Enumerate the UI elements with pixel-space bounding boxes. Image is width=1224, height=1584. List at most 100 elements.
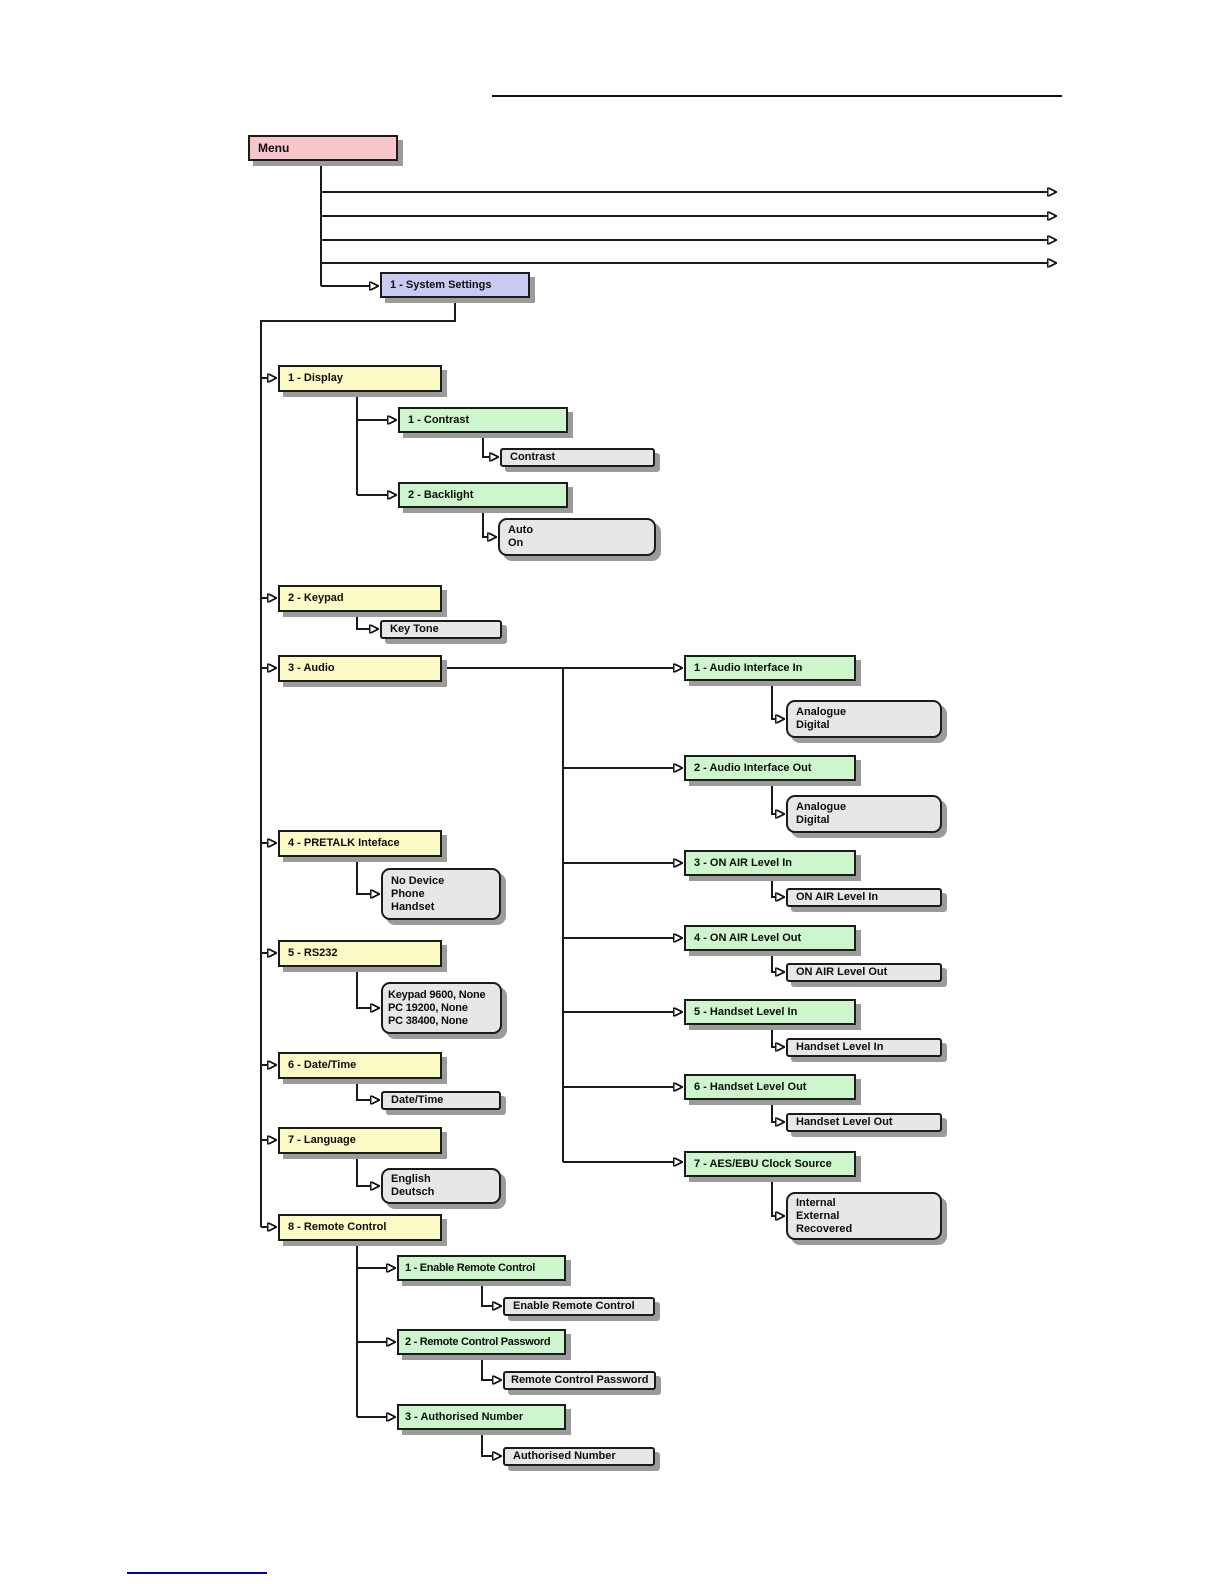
value-rs232-options: Keypad 9600, None PC 19200, None PC 3840… (381, 982, 502, 1034)
node-date-time: 6 - Date/Time (278, 1052, 442, 1079)
node-keypad-label: 2 - Keypad (288, 592, 344, 604)
node-aes-ebu-clock-source: 7 - AES/EBU Clock Source (684, 1151, 856, 1177)
node-pretalk-interface-label: 4 - PRETALK Inteface (288, 837, 400, 849)
node-audio-interface-in: 1 - Audio Interface In (684, 655, 856, 681)
connector (356, 967, 371, 1008)
connector (481, 1355, 493, 1380)
value-onair-level-in-label: ON AIR Level In (796, 891, 879, 903)
node-remote-control-password: 2 - Remote Control Password (397, 1329, 566, 1355)
node-backlight-label: 2 - Backlight (408, 488, 474, 501)
value-language-options-label: English Deutsch (391, 1173, 435, 1198)
connector (481, 1281, 493, 1306)
value-authorised-number-label: Authorised Number (513, 1450, 616, 1462)
node-system-settings-label: 1 - System Settings (390, 278, 492, 291)
node-aes-ebu-clock-source-label: 7 - AES/EBU Clock Source (694, 1157, 832, 1170)
node-audio: 3 - Audio (278, 655, 442, 682)
value-contrast-label: Contrast (510, 451, 556, 463)
value-audio-interface-in-options-label: Analogue Digital (796, 706, 847, 731)
node-onair-level-out: 4 - ON AIR Level Out (684, 925, 856, 951)
value-aes-ebu-clock-options-label: Internal External Recovered (796, 1196, 853, 1235)
node-onair-level-in-label: 3 - ON AIR Level In (694, 856, 793, 869)
node-audio-interface-in-label: 1 - Audio Interface In (694, 661, 803, 674)
value-enable-remote-control: Enable Remote Control (503, 1297, 655, 1316)
connector (356, 1079, 371, 1100)
connector (356, 612, 370, 629)
value-handset-level-out-label: Handset Level Out (796, 1116, 893, 1128)
node-contrast-label: 1 - Contrast (408, 413, 470, 426)
node-backlight: 2 - Backlight (398, 482, 568, 508)
connector (771, 1177, 776, 1216)
node-remote-control-label: 8 - Remote Control (288, 1221, 387, 1233)
node-menu: Menu (248, 135, 398, 161)
node-rs232: 5 - RS232 (278, 940, 442, 967)
node-onair-level-out-label: 4 - ON AIR Level Out (694, 931, 802, 944)
node-language-label: 7 - Language (288, 1134, 356, 1146)
connector (482, 433, 490, 457)
node-handset-level-in-label: 5 - Handset Level In (694, 1005, 798, 1018)
value-date-time: Date/Time (381, 1091, 501, 1110)
value-date-time-label: Date/Time (391, 1094, 444, 1106)
value-key-tone-label: Key Tone (390, 623, 439, 635)
value-onair-level-out-label: ON AIR Level Out (796, 966, 888, 978)
node-handset-level-in: 5 - Handset Level In (684, 999, 856, 1025)
value-remote-control-password-label: Remote Control Password (511, 1374, 649, 1386)
connector (771, 781, 776, 814)
value-language-options: English Deutsch (381, 1168, 501, 1204)
footer-link-underline[interactable] (127, 1572, 267, 1574)
node-display-label: 1 - Display (288, 372, 344, 384)
node-date-time-label: 6 - Date/Time (288, 1059, 357, 1071)
node-rs232-label: 5 - RS232 (288, 947, 338, 959)
connector (771, 951, 776, 972)
node-contrast: 1 - Contrast (398, 407, 568, 433)
connector (771, 1100, 776, 1122)
value-handset-level-out: Handset Level Out (786, 1113, 942, 1132)
value-audio-interface-in-options: Analogue Digital (786, 700, 942, 738)
value-backlight-options-label: Auto On (508, 524, 534, 549)
node-audio-label: 3 - Audio (288, 662, 335, 674)
node-onair-level-in: 3 - ON AIR Level In (684, 850, 856, 876)
value-handset-level-in-label: Handset Level In (796, 1041, 884, 1053)
node-audio-interface-out: 2 - Audio Interface Out (684, 755, 856, 781)
value-rs232-options-label: Keypad 9600, None PC 19200, None PC 3840… (388, 988, 486, 1027)
value-audio-interface-out-options-label: Analogue Digital (796, 801, 847, 826)
node-audio-interface-out-label: 2 - Audio Interface Out (694, 761, 812, 774)
node-pretalk-interface: 4 - PRETALK Inteface (278, 830, 442, 857)
connector (356, 857, 371, 894)
node-enable-remote-control-label: 1 - Enable Remote Control (405, 1261, 536, 1274)
node-remote-control: 8 - Remote Control (278, 1214, 442, 1241)
node-remote-control-password-label: 2 - Remote Control Password (405, 1335, 551, 1348)
node-authorised-number-label: 3 - Authorised Number (405, 1410, 524, 1423)
value-remote-control-password: Remote Control Password (503, 1371, 656, 1390)
connector (771, 876, 776, 897)
value-authorised-number: Authorised Number (503, 1447, 655, 1466)
header-rule (492, 95, 1062, 97)
value-onair-level-out: ON AIR Level Out (786, 963, 942, 982)
node-keypad: 2 - Keypad (278, 585, 442, 612)
node-enable-remote-control: 1 - Enable Remote Control (397, 1255, 566, 1281)
connectors (260, 161, 1048, 1456)
node-language: 7 - Language (278, 1127, 442, 1154)
node-handset-level-out-label: 6 - Handset Level Out (694, 1080, 807, 1093)
value-handset-level-in: Handset Level In (786, 1038, 942, 1057)
value-backlight-options: Auto On (498, 518, 656, 556)
value-pretalk-options: No Device Phone Handset (381, 868, 501, 920)
value-aes-ebu-clock-options: Internal External Recovered (786, 1192, 942, 1240)
value-enable-remote-control-label: Enable Remote Control (513, 1300, 635, 1312)
connector (771, 1025, 776, 1047)
value-onair-level-in: ON AIR Level In (786, 888, 942, 907)
node-display: 1 - Display (278, 365, 442, 392)
node-authorised-number: 3 - Authorised Number (397, 1404, 566, 1430)
connector (481, 1430, 493, 1456)
connector (482, 508, 488, 537)
connector (771, 681, 776, 719)
connector (356, 1154, 371, 1186)
value-pretalk-options-label: No Device Phone Handset (391, 874, 445, 913)
value-audio-interface-out-options: Analogue Digital (786, 795, 942, 833)
value-key-tone: Key Tone (380, 620, 502, 639)
value-contrast: Contrast (500, 448, 655, 467)
connector (260, 298, 456, 1227)
node-menu-label: Menu (258, 140, 290, 155)
node-handset-level-out: 6 - Handset Level Out (684, 1074, 856, 1100)
